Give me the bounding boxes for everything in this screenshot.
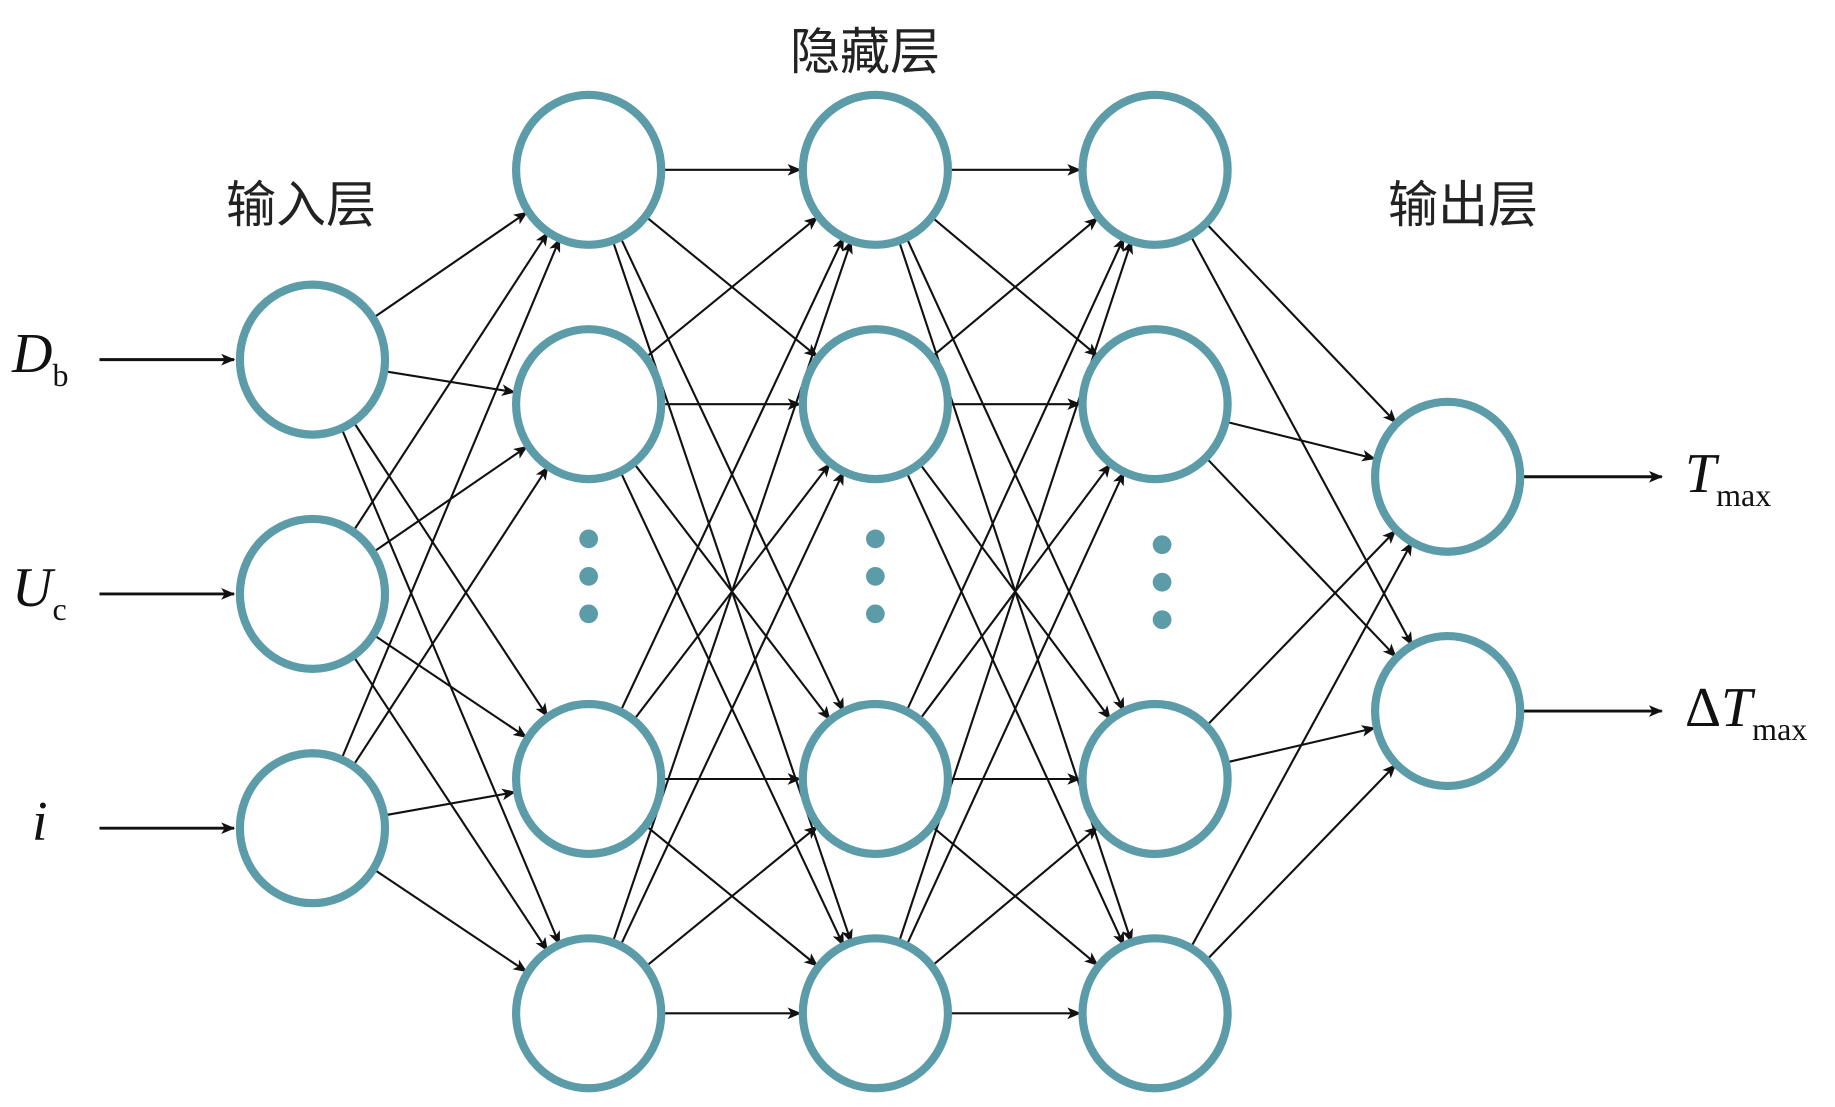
connection-arrow — [904, 471, 1125, 948]
connection-arrow — [371, 211, 528, 320]
ellipsis-dot — [579, 529, 599, 549]
connection-arrow — [897, 239, 1133, 945]
input-symbol: U — [12, 557, 53, 619]
input-node — [235, 280, 390, 439]
ellipsis-dot — [579, 566, 599, 586]
input-subscript: b — [52, 357, 69, 393]
output-label-delta-tmax: ΔTmax — [1685, 676, 1807, 748]
output-node — [1370, 397, 1525, 556]
output-node — [1370, 631, 1525, 791]
hidden-node — [511, 934, 666, 1093]
connection-arrow — [1204, 529, 1397, 728]
hidden-layer-title: 隐藏层 — [790, 23, 940, 81]
connection-arrow — [644, 824, 819, 967]
ellipsis-dot — [866, 529, 885, 549]
output-layer-title: 输出层 — [1388, 176, 1538, 234]
connection-arrow — [930, 217, 1099, 359]
hidden-node — [511, 325, 666, 484]
connection-arrow — [644, 216, 819, 360]
ellipsis-dot — [579, 604, 599, 624]
output-symbol: T — [1685, 443, 1717, 505]
hidden-node — [798, 325, 953, 484]
connection-arrow — [618, 470, 845, 949]
input-symbol: i — [32, 791, 48, 853]
connection-arrow — [644, 825, 819, 969]
connection-arrow — [372, 633, 528, 739]
ellipsis-dot — [866, 604, 885, 624]
hidden-node — [798, 90, 953, 249]
input-symbol: D — [12, 323, 53, 385]
input-label-i: i — [32, 790, 48, 862]
output-prefix: Δ — [1685, 677, 1722, 739]
connection-arrow — [351, 419, 549, 718]
connection-arrow — [1204, 455, 1397, 658]
input-label-uc: Uc — [12, 556, 67, 628]
connection-arrow — [930, 824, 1099, 966]
hidden-node — [1078, 325, 1232, 484]
connection-arrow — [351, 653, 549, 952]
connection-arrow — [611, 239, 853, 945]
connection-arrow — [339, 237, 561, 762]
connection-arrow — [930, 215, 1099, 357]
input-subscript: c — [52, 591, 67, 627]
output-subscript: max — [1716, 477, 1772, 513]
hidden-node — [1078, 699, 1232, 859]
output-subscript: max — [1752, 711, 1808, 747]
hidden-node — [511, 90, 666, 249]
hidden-node — [511, 699, 666, 859]
connection-arrow — [644, 214, 819, 358]
output-symbol: T — [1721, 677, 1753, 739]
input-node — [235, 749, 390, 908]
ellipsis-dot — [1152, 610, 1172, 630]
ellipsis-dot — [1152, 535, 1172, 555]
hidden-node — [1078, 934, 1232, 1093]
ellipsis-dot — [1152, 572, 1172, 592]
connection-arrow — [618, 236, 845, 714]
input-label-db: Db — [12, 322, 68, 394]
connection-arrow — [1204, 221, 1397, 424]
ellipsis-dot — [866, 566, 885, 586]
input-node — [235, 514, 390, 673]
hidden-node — [798, 699, 953, 859]
connection-arrow — [1204, 764, 1397, 962]
connection-arrow — [930, 826, 1099, 968]
output-label-tmax: Tmax — [1685, 442, 1771, 514]
connection-arrow — [383, 788, 517, 817]
connection-arrow — [1225, 420, 1377, 462]
connection-arrow — [372, 867, 528, 973]
connection-arrow — [351, 465, 549, 768]
input-layer-title: 输入层 — [226, 176, 376, 234]
hidden-node — [798, 934, 953, 1093]
connection-arrow — [904, 236, 1125, 714]
connection-arrow — [383, 370, 516, 396]
connection-arrow — [351, 231, 549, 534]
connection-arrow — [1188, 541, 1413, 951]
hidden-node — [1078, 90, 1232, 249]
